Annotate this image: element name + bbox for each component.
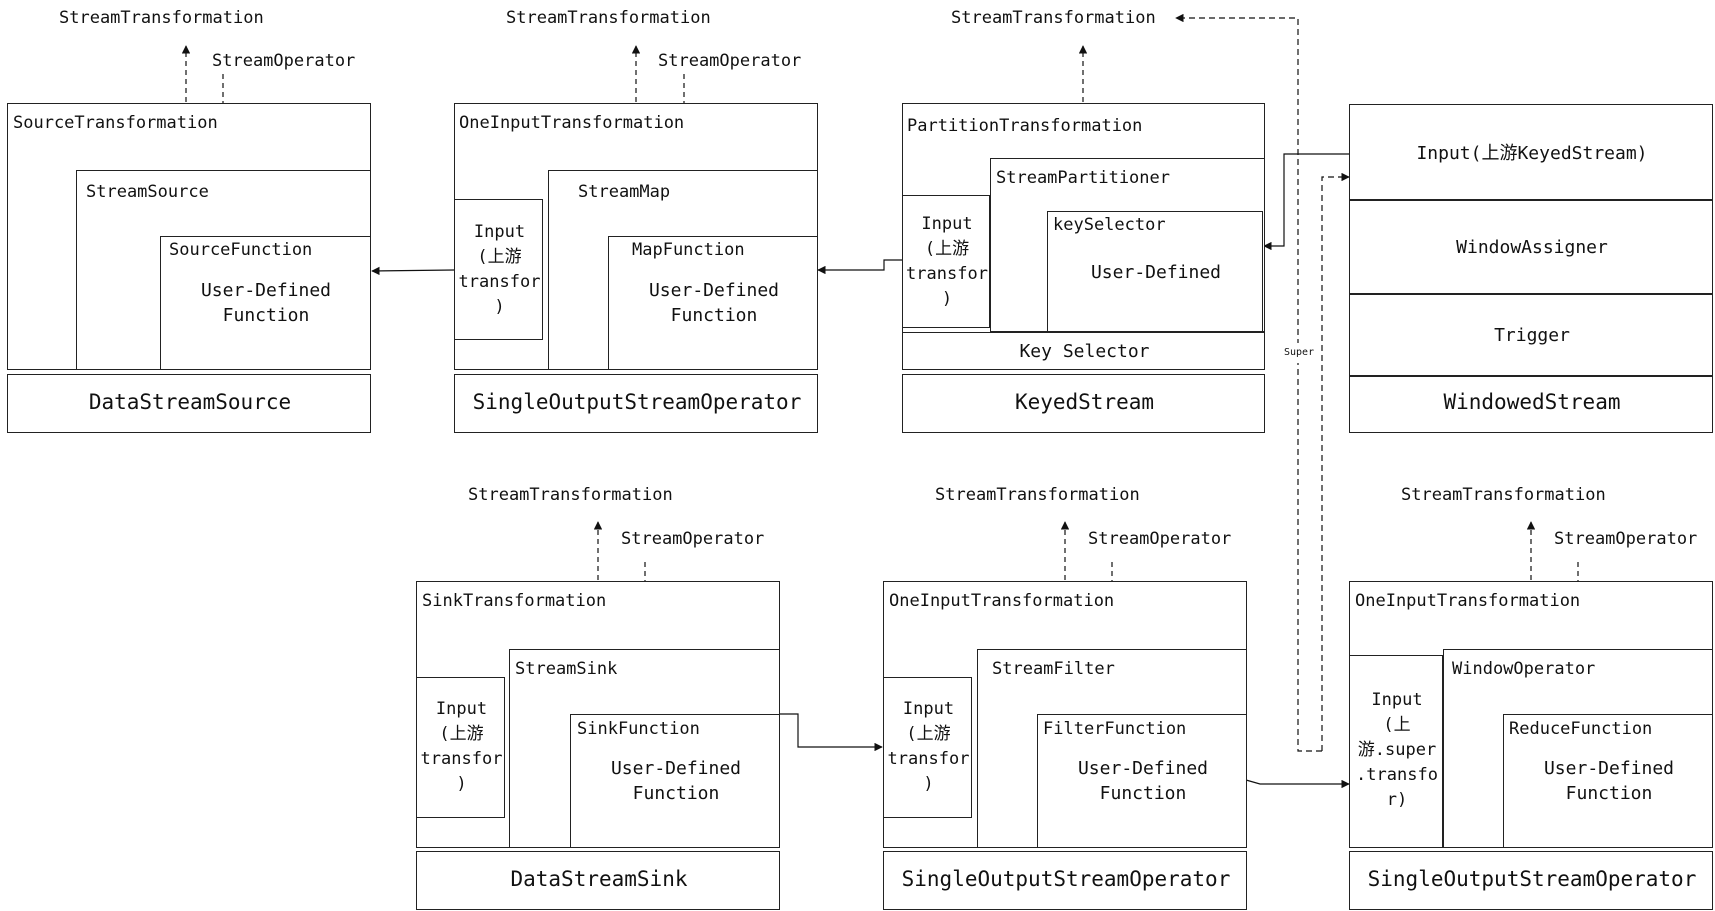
map-transformation-above-label: StreamTransformation: [505, 8, 712, 28]
windowed-input-label: Input(上游KeyedStream): [1416, 143, 1648, 164]
source-operator-above-label: StreamOperator: [211, 51, 357, 71]
keyed-user-defined-label: User-Defined: [1090, 262, 1222, 283]
source-api-label: DataStreamSource: [88, 390, 292, 414]
source-operator-label: StreamSource: [85, 182, 210, 202]
sink-transformation-label: SinkTransformation: [421, 591, 608, 611]
windowed-api-label: WindowedStream: [1443, 390, 1621, 414]
map-transformation-label: OneInputTransformation: [458, 113, 686, 133]
keyed-api-label: KeyedStream: [1014, 390, 1155, 414]
windowed-api-box: [1349, 376, 1713, 433]
reduce-api-box: [1349, 851, 1713, 910]
sink-to-filter-arrow: [779, 713, 883, 752]
keyed-input-label: Input (上游 transfor ): [906, 214, 988, 309]
reduce-operator-label: WindowOperator: [1451, 659, 1597, 679]
windowed-to-keyed-arrow: [1263, 153, 1349, 251]
map-api-label: SingleOutputStreamOperator: [472, 390, 802, 414]
super-to-windowed-link: [1321, 172, 1350, 751]
reduce-operator-above-label: StreamOperator: [1553, 529, 1699, 549]
reduce-api-label: SingleOutputStreamOperator: [1367, 867, 1697, 891]
map-api-box: [454, 374, 818, 433]
map-operator-above-label: StreamOperator: [657, 51, 803, 71]
keyed-api-box: [902, 374, 1265, 433]
sink-function-label: SinkFunction: [576, 719, 701, 739]
keyed-transformation-label: PartitionTransformation: [906, 116, 1144, 136]
reduce-user-defined-label: User-Defined Function: [1543, 758, 1675, 804]
filter-transformation-label: OneInputTransformation: [888, 591, 1116, 611]
filter-transformation-above-label: StreamTransformation: [934, 485, 1141, 505]
map-user-defined-label: User-Defined Function: [648, 280, 780, 326]
super-edge-label: Super: [1283, 343, 1316, 363]
keyed-input-box: [902, 195, 990, 328]
source-transformation-label: SourceTransformation: [12, 113, 219, 133]
source-transformation-above-label: StreamTransformation: [58, 8, 265, 28]
windowed-trigger-box: [1349, 294, 1713, 376]
map-operator-label: StreamMap: [577, 182, 672, 202]
sink-input-label: Input (上游 transfor ): [420, 699, 503, 794]
windowed-input-box: [1349, 104, 1713, 200]
filter-api-box: [883, 851, 1247, 910]
source-api-box: [7, 374, 371, 433]
map-input-box: [454, 199, 543, 340]
filter-input-box: [883, 677, 972, 818]
filter-to-reduce-arrow: [1245, 779, 1350, 789]
keyed-to-map-arrow: [817, 259, 902, 275]
reduce-function-label: ReduceFunction: [1508, 719, 1654, 739]
filter-function-label: FilterFunction: [1042, 719, 1188, 739]
keyed-transformation-above-label: StreamTransformation: [950, 8, 1157, 28]
map-function-label: MapFunction: [631, 240, 746, 260]
sink-transformation-above-label: StreamTransformation: [467, 485, 674, 505]
windowed-assigner-label: WindowAssigner: [1456, 237, 1608, 258]
keyed-key-selector-strip: [902, 332, 1265, 370]
reduce-input-box: [1349, 655, 1443, 848]
keyed-key-selector-label: Key Selector: [1019, 341, 1150, 362]
reduce-transformation-label: OneInputTransformation: [1354, 591, 1582, 611]
reduce-input-label: Input (上 游.super .transfo r): [1356, 690, 1438, 810]
source-user-defined-label: User-Defined Function: [200, 280, 332, 326]
filter-user-defined-label: User-Defined Function: [1077, 758, 1209, 804]
map-to-source-arrow: [371, 266, 455, 276]
filter-input-label: Input (上游 transfor ): [887, 699, 970, 794]
sink-api-label: DataStreamSink: [510, 867, 688, 891]
sink-operator-above-label: StreamOperator: [620, 529, 766, 549]
sink-api-box: [416, 851, 780, 910]
keyed-partitioner-label: StreamPartitioner: [995, 168, 1171, 188]
map-input-label: Input (上游 transfor ): [458, 222, 541, 317]
sink-user-defined-label: User-Defined Function: [610, 758, 742, 804]
reduce-transformation-above-label: StreamTransformation: [1400, 485, 1607, 505]
keyed-keyselector-fn-label: keySelector: [1052, 215, 1167, 235]
super-link: [1175, 13, 1322, 752]
filter-operator-above-label: StreamOperator: [1087, 529, 1233, 549]
filter-operator-label: StreamFilter: [991, 659, 1116, 679]
filter-api-label: SingleOutputStreamOperator: [901, 867, 1231, 891]
windowed-assigner-box: [1349, 200, 1713, 294]
windowed-trigger-label: Trigger: [1494, 325, 1570, 346]
source-function-label: SourceFunction: [168, 240, 314, 260]
sink-operator-label: StreamSink: [514, 659, 619, 679]
sink-input-box: [416, 677, 505, 818]
